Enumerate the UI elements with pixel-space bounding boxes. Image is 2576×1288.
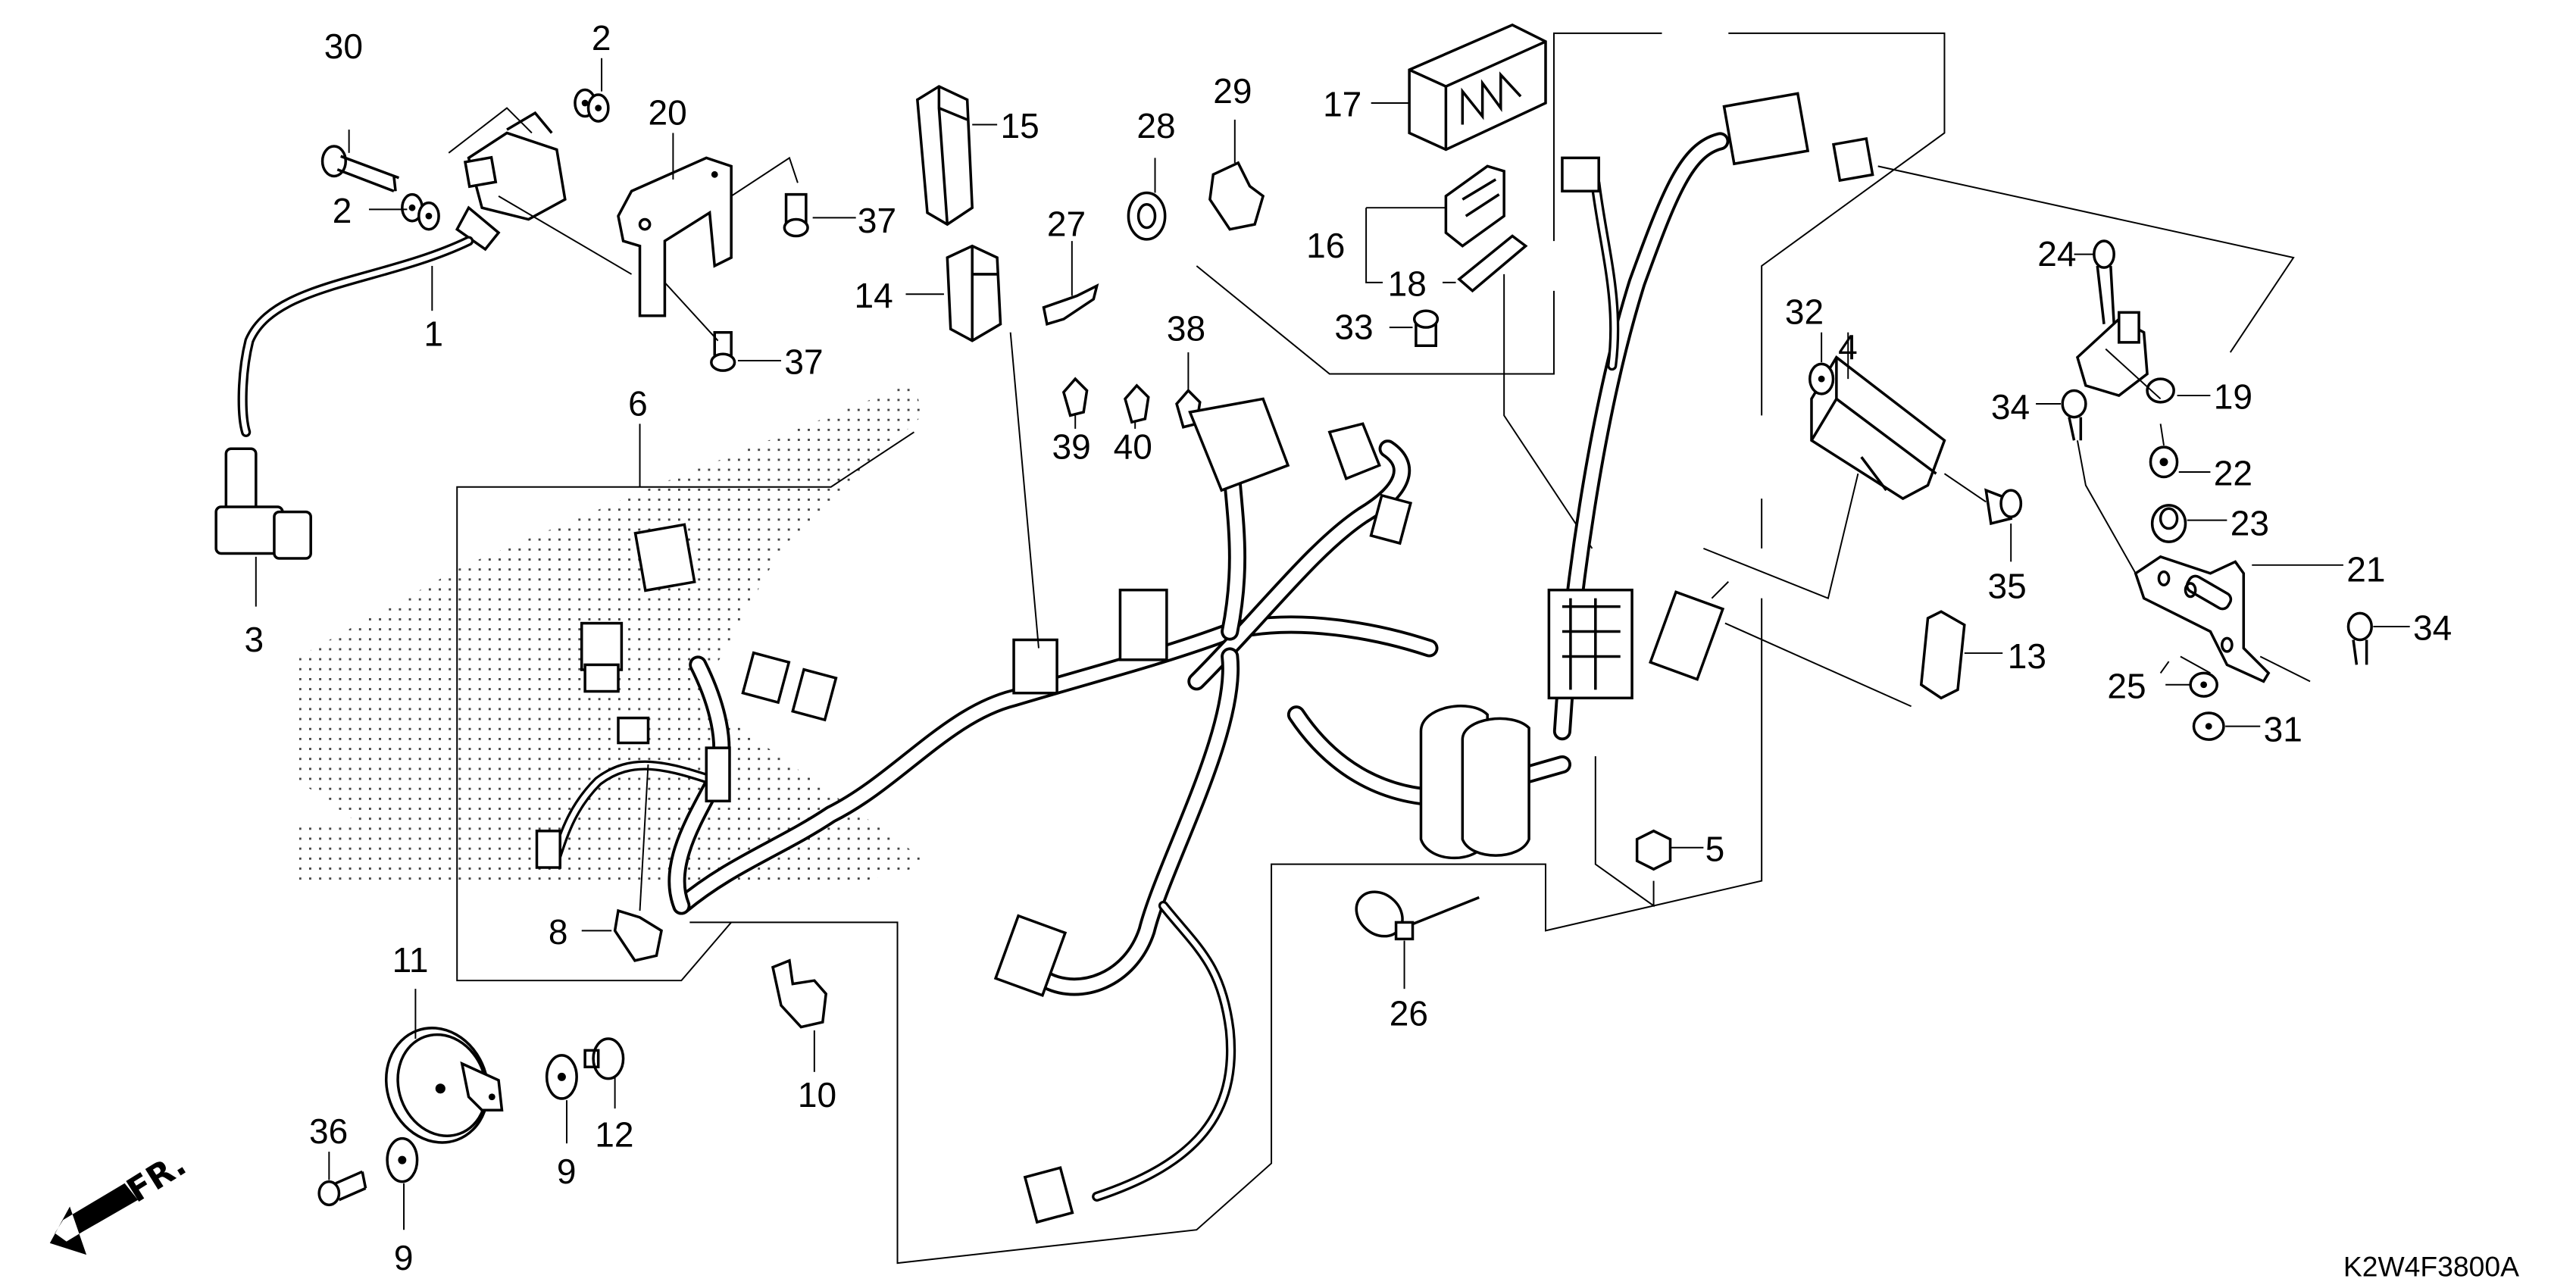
fuse-39[interactable] bbox=[1061, 377, 1089, 429]
callout-35: 35 bbox=[1987, 567, 2026, 606]
callout-9-upper: 9 bbox=[557, 1152, 577, 1191]
callout-23: 23 bbox=[2231, 503, 2269, 542]
arrow-front-icon bbox=[49, 1183, 139, 1255]
callout-2-left: 2 bbox=[333, 191, 352, 230]
callout-37-lower: 37 bbox=[784, 342, 823, 382]
clamp-10[interactable] bbox=[771, 958, 828, 1072]
callout-25: 25 bbox=[2107, 666, 2146, 705]
washer-32[interactable] bbox=[1809, 332, 1835, 395]
screw-24[interactable] bbox=[2074, 239, 2162, 400]
callout-26: 26 bbox=[1390, 993, 1428, 1033]
relay-13[interactable] bbox=[1711, 581, 2003, 708]
ignition-coil[interactable] bbox=[237, 111, 567, 437]
fuse-box[interactable] bbox=[1365, 164, 1505, 283]
cable-tie[interactable] bbox=[1348, 883, 1480, 989]
callout-29: 29 bbox=[1213, 71, 1252, 111]
bolt-30[interactable] bbox=[320, 145, 400, 192]
wire-harness[interactable] bbox=[456, 92, 1874, 1224]
connector-29[interactable] bbox=[1208, 119, 1265, 231]
callout-10: 10 bbox=[798, 1075, 836, 1114]
callout-31: 31 bbox=[2264, 709, 2302, 749]
callout-34-right: 34 bbox=[2413, 608, 2452, 648]
coil-bracket[interactable] bbox=[617, 156, 733, 317]
callout-21: 21 bbox=[2346, 550, 2385, 589]
callout-11: 11 bbox=[392, 940, 429, 980]
bolt-37-lower[interactable] bbox=[710, 330, 736, 372]
collar-left[interactable] bbox=[401, 192, 440, 231]
nut-31[interactable] bbox=[2192, 711, 2261, 741]
callout-32: 32 bbox=[1785, 292, 1824, 332]
callout-6: 6 bbox=[628, 383, 648, 423]
callout-16: 16 bbox=[1306, 226, 1345, 265]
relay-14[interactable] bbox=[905, 244, 1002, 342]
callout-20: 20 bbox=[648, 93, 686, 133]
bolt-34-left[interactable] bbox=[2036, 389, 2137, 574]
horn[interactable] bbox=[370, 989, 504, 1157]
callout-36: 36 bbox=[309, 1111, 348, 1151]
bolt-36[interactable] bbox=[317, 1152, 367, 1207]
callout-2-top: 2 bbox=[592, 18, 611, 58]
drawing-code: K2W4F3800A bbox=[2343, 1251, 2519, 1283]
fuse-40[interactable] bbox=[1124, 383, 1150, 429]
callout-40: 40 bbox=[1114, 427, 1152, 466]
callout-labels: 30 2 20 2 1 37 37 6 3 15 28 29 27 14 38 … bbox=[244, 18, 2452, 1277]
bolt-35[interactable] bbox=[1943, 473, 2023, 562]
washer-9-upper[interactable] bbox=[545, 1054, 578, 1144]
grommet-23[interactable] bbox=[2150, 504, 2227, 543]
washer-25[interactable] bbox=[2165, 671, 2218, 698]
callout-22: 22 bbox=[2214, 454, 2252, 493]
nut-12[interactable] bbox=[583, 1037, 625, 1109]
front-direction-marker: FR. bbox=[49, 1145, 193, 1255]
callout-18: 18 bbox=[1388, 264, 1427, 303]
ignition-coil-group bbox=[214, 58, 856, 607]
fuse-27[interactable] bbox=[1042, 241, 1099, 326]
bolt-34-right[interactable] bbox=[2346, 611, 2410, 665]
connector-8[interactable] bbox=[581, 764, 663, 962]
sensor-19[interactable] bbox=[1877, 165, 2295, 404]
battery[interactable] bbox=[1371, 23, 1547, 152]
callout-4: 4 bbox=[1838, 327, 1858, 367]
callout-34-left: 34 bbox=[1991, 387, 2030, 427]
callout-15: 15 bbox=[1001, 106, 1039, 145]
sensor-bracket[interactable] bbox=[2134, 555, 2343, 683]
callout-39: 39 bbox=[1052, 427, 1091, 466]
callout-3: 3 bbox=[244, 620, 264, 659]
bolt-37-upper[interactable] bbox=[783, 192, 809, 238]
callout-19: 19 bbox=[2214, 377, 2252, 417]
callout-9-lower: 9 bbox=[394, 1238, 414, 1277]
callout-33: 33 bbox=[1334, 307, 1373, 346]
callout-17: 17 bbox=[1323, 85, 1361, 124]
grommet-28[interactable] bbox=[1127, 158, 1167, 241]
callout-13: 13 bbox=[2008, 636, 2046, 676]
fuse-seal[interactable] bbox=[1442, 234, 1528, 293]
collar-top[interactable] bbox=[574, 88, 610, 123]
callout-38: 38 bbox=[1167, 309, 1205, 349]
callout-37-upper: 37 bbox=[858, 201, 896, 240]
callout-14: 14 bbox=[854, 276, 893, 315]
callout-5: 5 bbox=[1705, 829, 1725, 868]
callout-12: 12 bbox=[595, 1115, 633, 1155]
collar-22[interactable] bbox=[2149, 424, 2211, 479]
callout-24: 24 bbox=[2037, 234, 2076, 274]
callout-1: 1 bbox=[424, 314, 443, 353]
control-unit[interactable] bbox=[1703, 332, 1946, 600]
callout-28: 28 bbox=[1136, 106, 1175, 145]
relay-5[interactable] bbox=[1594, 756, 1704, 908]
washer-9-lower[interactable] bbox=[386, 1136, 419, 1230]
callout-30: 30 bbox=[324, 27, 363, 66]
callout-27: 27 bbox=[1047, 204, 1086, 243]
relay-cover[interactable] bbox=[915, 85, 998, 227]
bolt-33[interactable] bbox=[1389, 309, 1440, 348]
callout-8: 8 bbox=[549, 912, 568, 952]
spark-plug-cap[interactable] bbox=[214, 447, 312, 560]
